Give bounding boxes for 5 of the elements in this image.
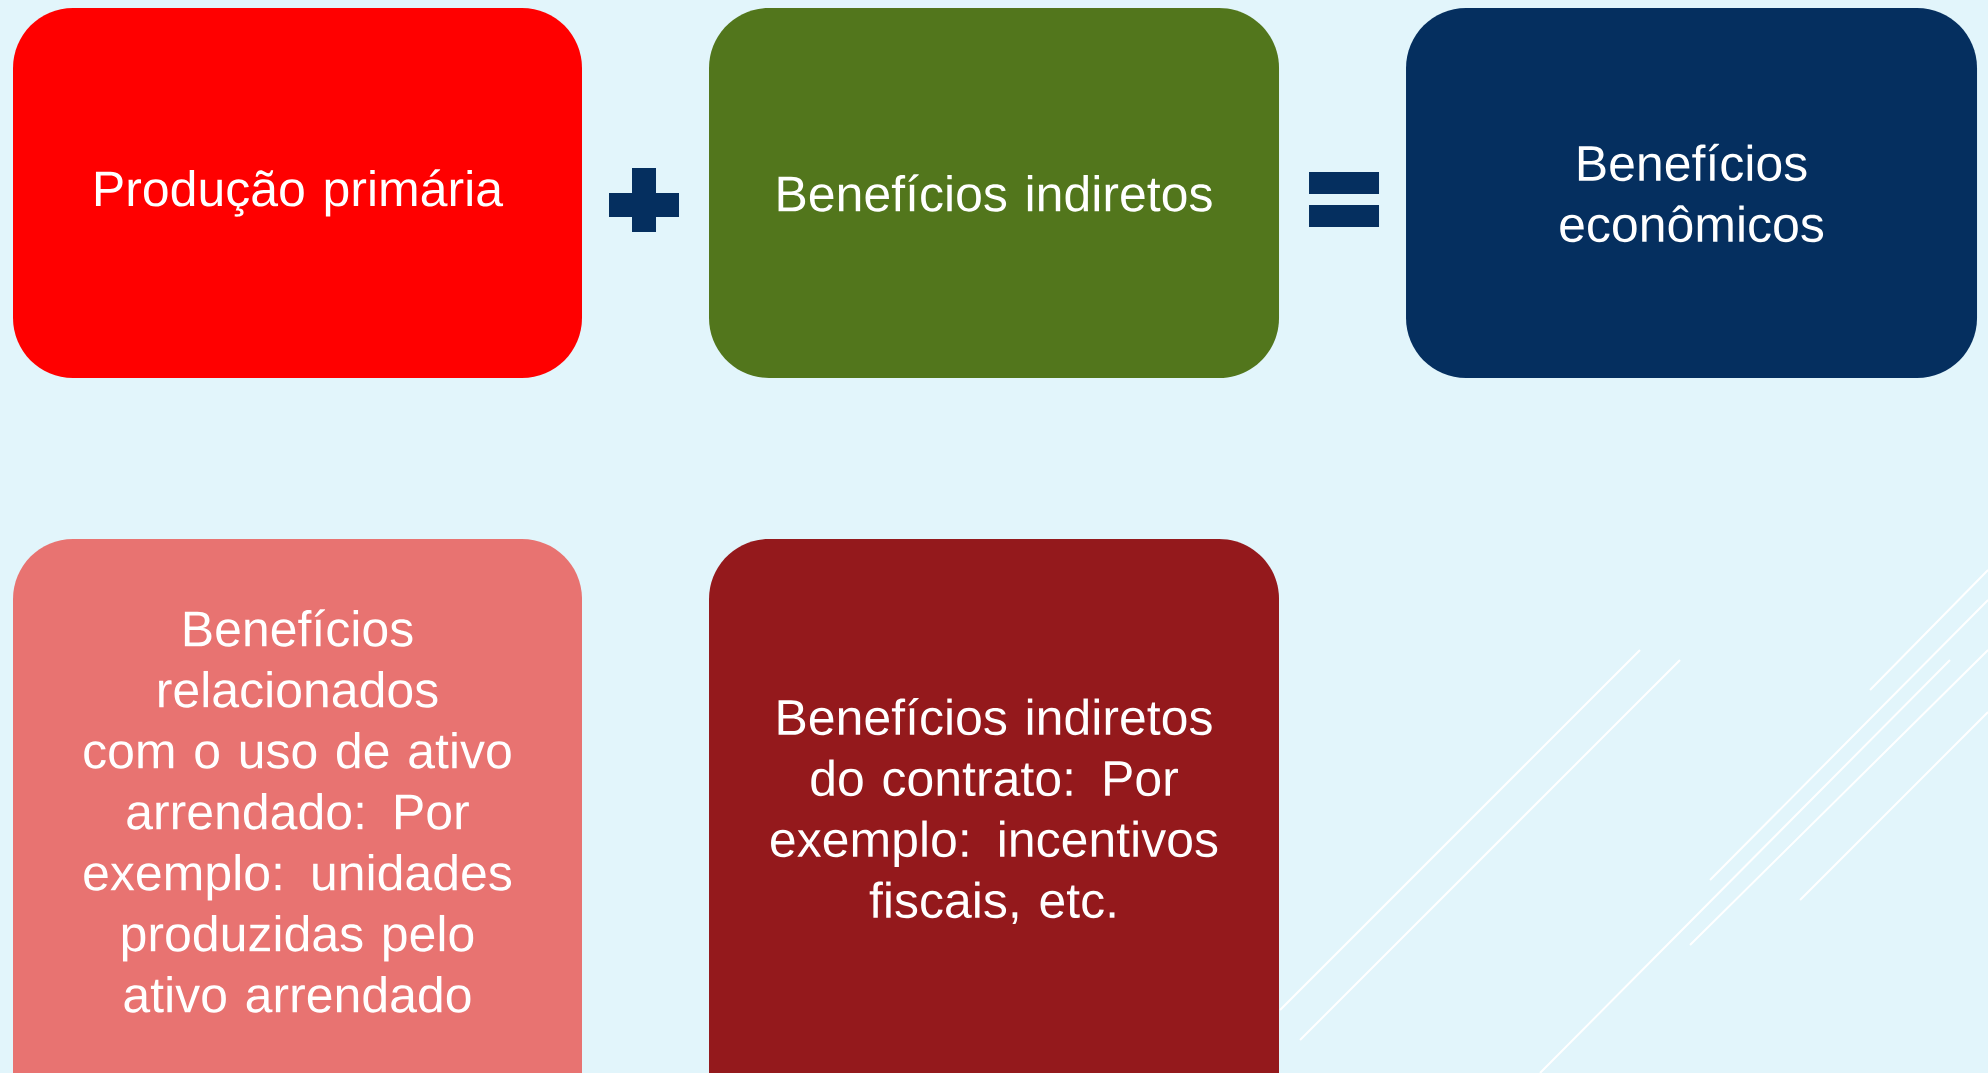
text-box: Benefícios indiretos <box>709 8 1279 378</box>
text-box: Produção primária <box>13 8 582 378</box>
text-box: Benefícios indiretos do contrato: Por exemplo: incentivos fiscais, etc. <box>709 539 1279 1073</box>
text-box: Benefícios relacionados com o uso de ativo arrendado: Por exemplo: unidades produzidas pelo ativo arrendado <box>13 539 582 1073</box>
text-box: Benefícios econômicos <box>1406 8 1978 378</box>
